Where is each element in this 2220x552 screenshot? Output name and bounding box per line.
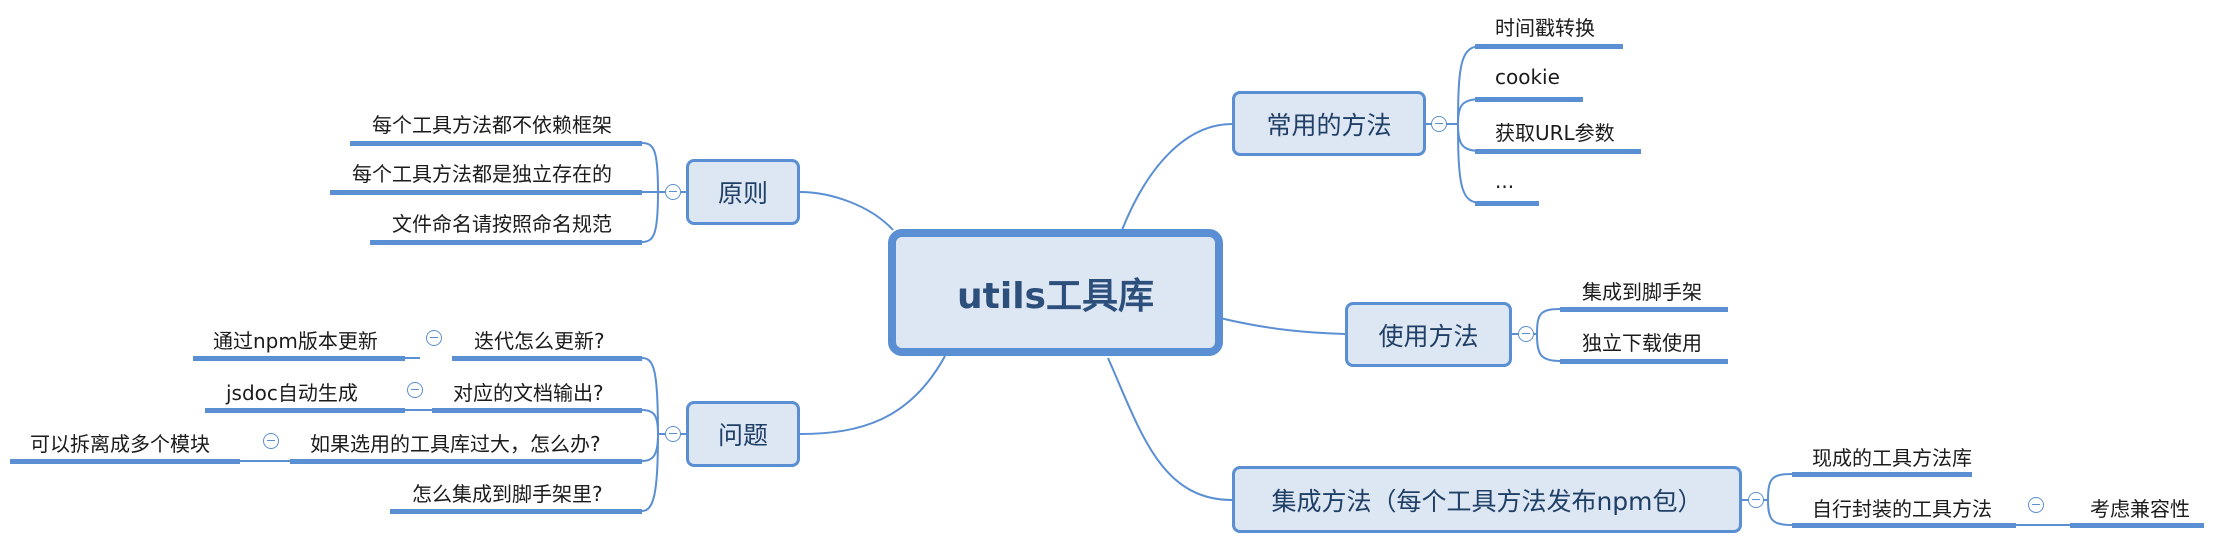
leaf-underline [1792, 472, 1972, 477]
leaf-underline [1475, 201, 1539, 206]
leaf-underline [370, 240, 642, 245]
collapse-toggle-question-iteration[interactable] [426, 330, 442, 346]
leaf-integrate-scaffold[interactable]: 集成到脚手架 [1582, 280, 1702, 304]
leaf-question-scaffold[interactable]: 怎么集成到脚手架里? [412, 482, 603, 506]
leaf-underline [205, 408, 405, 413]
leaf-underline [1560, 307, 1728, 312]
leaf-standalone-download[interactable]: 独立下载使用 [1582, 331, 1702, 355]
leaf-get-url-params[interactable]: 获取URL参数 [1495, 121, 1615, 145]
topic-principles[interactable]: 原则 [686, 159, 800, 225]
collapse-toggle-usage[interactable] [1518, 326, 1534, 342]
leaf-underline [1475, 149, 1641, 154]
collapse-toggle-question-docs[interactable] [407, 382, 423, 398]
leaf-more[interactable]: ... [1495, 169, 1515, 193]
topic-integration-label: 集成方法（每个工具方法发布npm包） [1271, 486, 1703, 516]
leaf-underline [1560, 359, 1728, 364]
leaf-compatibility[interactable]: 考虑兼容性 [2090, 497, 2190, 521]
topic-common-methods-label: 常用的方法 [1266, 110, 1392, 140]
collapse-toggle-integration[interactable] [1748, 492, 1764, 508]
leaf-underline [290, 459, 642, 464]
leaf-underline [432, 408, 642, 413]
leaf-answer-npm-version[interactable]: 通过npm版本更新 [213, 329, 378, 353]
collapse-toggle-common-methods[interactable] [1431, 116, 1447, 132]
collapse-toggle-principles[interactable] [665, 184, 681, 200]
leaf-independent-existence[interactable]: 每个工具方法都是独立存在的 [352, 162, 612, 186]
collapse-toggle-question-library[interactable] [263, 433, 279, 449]
leaf-self-wrapped[interactable]: 自行封装的工具方法 [1812, 497, 1992, 521]
leaf-question-library-too-large[interactable]: 如果选用的工具库过大，怎么办? [310, 432, 601, 456]
leaf-underline [1475, 44, 1623, 49]
leaf-cookie[interactable]: cookie [1495, 65, 1560, 89]
topic-common-methods[interactable]: 常用的方法 [1232, 91, 1426, 156]
root-label: utils工具库 [957, 275, 1154, 317]
leaf-underline [2070, 523, 2204, 528]
topic-questions-label: 问题 [717, 421, 768, 450]
leaf-underline [1792, 523, 2016, 528]
topic-usage[interactable]: 使用方法 [1345, 302, 1512, 367]
leaf-answer-split-modules[interactable]: 可以拆离成多个模块 [30, 432, 210, 456]
leaf-underline [330, 190, 642, 195]
leaf-underline [350, 141, 642, 146]
leaf-question-iteration[interactable]: 迭代怎么更新? [474, 329, 605, 353]
leaf-existing-library[interactable]: 现成的工具方法库 [1812, 446, 1972, 470]
leaf-underline [390, 509, 642, 514]
topic-questions[interactable]: 问题 [686, 401, 800, 467]
leaf-framework-independent[interactable]: 每个工具方法都不依赖框架 [372, 113, 612, 137]
leaf-underline [10, 459, 240, 464]
root-node[interactable]: utils工具库 [888, 229, 1223, 356]
topic-usage-label: 使用方法 [1378, 321, 1479, 351]
leaf-underline [452, 356, 642, 361]
topic-principles-label: 原则 [717, 179, 768, 208]
topic-integration[interactable]: 集成方法（每个工具方法发布npm包） [1232, 466, 1742, 533]
leaf-timestamp-convert[interactable]: 时间戳转换 [1495, 16, 1595, 40]
leaf-question-docs[interactable]: 对应的文档输出? [453, 381, 604, 405]
collapse-toggle-self-wrapped[interactable] [2028, 497, 2044, 513]
leaf-answer-jsdoc[interactable]: jsdoc自动生成 [226, 381, 358, 405]
leaf-naming-convention[interactable]: 文件命名请按照命名规范 [392, 212, 612, 236]
collapse-toggle-questions[interactable] [665, 426, 681, 442]
leaf-underline [1475, 97, 1583, 102]
leaf-underline [193, 356, 405, 361]
